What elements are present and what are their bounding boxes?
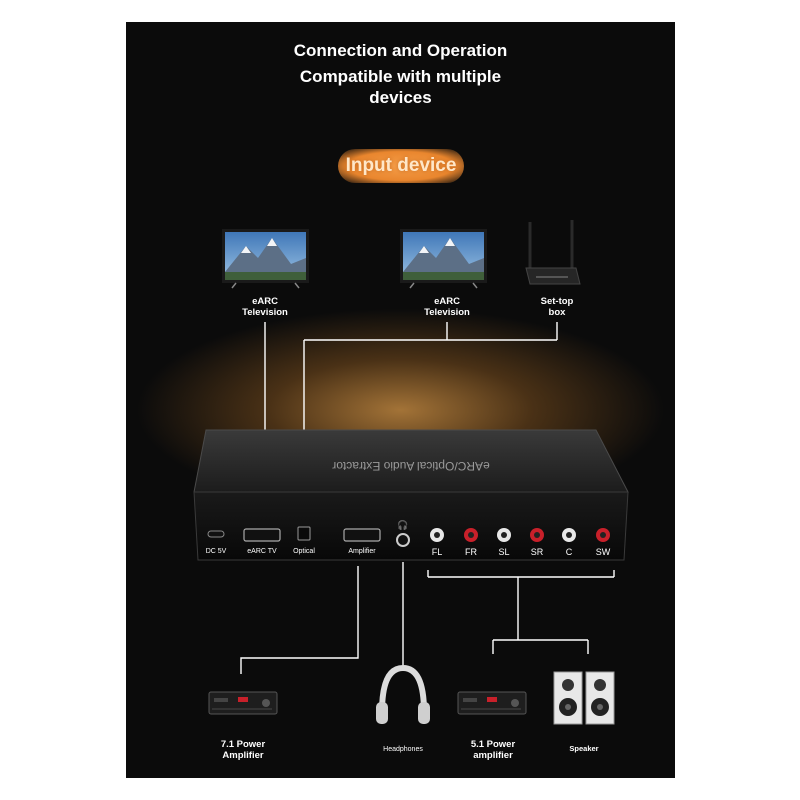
extractor-box: eARC/Optical Audio Extractor DC 5V eARC … bbox=[193, 429, 629, 561]
dc-port-label: DC 5V bbox=[206, 548, 227, 555]
rca-label: C bbox=[566, 547, 573, 557]
amplifier-icon bbox=[208, 691, 278, 715]
input-device-badge bbox=[338, 149, 464, 183]
amplifier-icon bbox=[457, 691, 527, 715]
headphones-icon: 🎧 bbox=[397, 519, 408, 531]
output-label-line2: amplifier bbox=[473, 750, 513, 761]
output-label-line1: Speaker bbox=[569, 744, 598, 753]
amplifier-hdmi-port bbox=[343, 528, 381, 542]
dc-port bbox=[207, 530, 225, 538]
title: Connection and Operation bbox=[293, 41, 508, 60]
output-label-line1: 7.1 Power bbox=[221, 739, 266, 750]
input-label-line2: Television bbox=[424, 307, 470, 318]
input-label-line1: eARC bbox=[434, 296, 460, 307]
optical-port-label: Optical bbox=[293, 548, 315, 555]
input-device-label: Input device bbox=[345, 155, 457, 176]
rca-label: SW bbox=[596, 547, 611, 557]
optical-port bbox=[297, 526, 311, 541]
rca-label: FL bbox=[432, 547, 443, 557]
output-label-line1: Headphones bbox=[383, 746, 423, 753]
input-label-line1: eARC bbox=[252, 296, 278, 307]
subtitle: Compatible with multiple devices bbox=[126, 66, 675, 108]
rca-jacks bbox=[430, 528, 610, 542]
earc-port-label: eARC TV bbox=[247, 548, 277, 555]
output-label-line1: 5.1 Power bbox=[471, 739, 516, 750]
input-label-line2: Television bbox=[242, 307, 288, 318]
speaker-icon bbox=[553, 671, 615, 725]
subtitle-line-1: Compatible with multiple bbox=[299, 67, 502, 86]
input-label-line2: box bbox=[549, 307, 567, 318]
rca-label: SR bbox=[531, 547, 544, 557]
input-label-line1: Set-top bbox=[541, 296, 574, 307]
rca-label: SL bbox=[498, 547, 509, 557]
subtitle-line-2: devices bbox=[369, 88, 432, 107]
output-connectors bbox=[240, 562, 615, 674]
earc-hdmi-port bbox=[243, 528, 281, 542]
diagram-graphics: eARC Television eARC Television Set-top … bbox=[193, 220, 629, 761]
tv-icon bbox=[222, 229, 309, 289]
tv-icon bbox=[400, 229, 487, 289]
router-icon bbox=[525, 220, 581, 285]
headphones-icon bbox=[376, 664, 430, 724]
output-label-line2: Amplifier bbox=[222, 750, 263, 761]
headphone-jack bbox=[396, 533, 410, 547]
rca-label: FR bbox=[465, 547, 477, 557]
device-name: eARC/Optical Audio Extractor bbox=[332, 459, 489, 473]
diagram-panel: Connection and Operation Compatible with… bbox=[126, 22, 675, 778]
amplifier-port-label: Amplifier bbox=[348, 548, 376, 555]
